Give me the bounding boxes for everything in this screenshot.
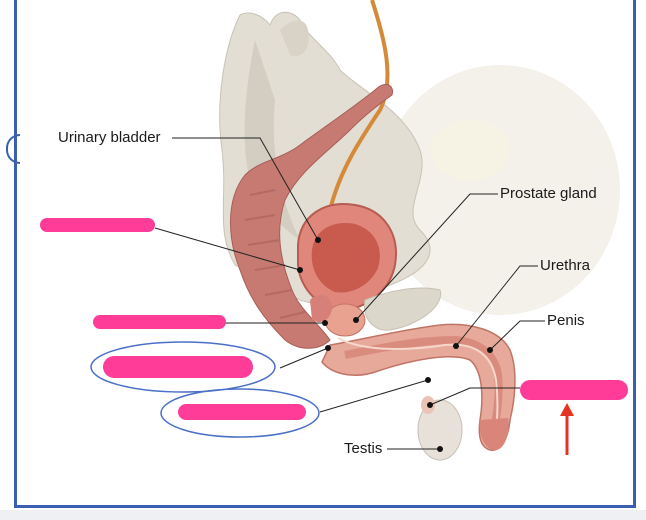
figure-frame [14,0,636,508]
dot-hidden-5 [427,402,433,408]
redaction-marks [40,218,628,420]
leader-hidden-5 [429,387,520,406]
background-highlight [430,120,510,180]
bladder-lumen [311,223,380,293]
testis-organ [417,399,463,461]
leader-penis [489,320,545,351]
dot-testis [437,446,443,452]
label-prostate-gland: Prostate gland [500,185,597,202]
bone-notch [280,20,309,57]
dot-prostate [353,317,359,323]
leader-prostate-gland [355,193,498,321]
redaction-1 [40,218,155,232]
background-disc [380,65,620,315]
label-testis: Testis [344,440,383,457]
glans [479,418,509,451]
dot-hidden-1 [297,267,303,273]
leader-hidden-3 [279,347,329,369]
dot-hidden-3 [325,345,331,351]
leader-lines [154,137,545,450]
redaction-2 [93,315,226,329]
redaction-5 [520,380,628,400]
redaction-4 [178,404,306,420]
annotation-circle-1 [90,341,276,393]
label-urinary-bladder: Urinary bladder [58,129,161,146]
dot-urethra [453,343,459,349]
dot-bladder [315,237,321,243]
dot-hidden-4 [425,377,431,383]
colon-folds [244,189,306,319]
annotation-circle-2 [160,388,320,438]
penis-organ [321,323,516,451]
leader-urethra [455,265,538,347]
up-arrow-icon [560,403,574,455]
pubic-bone [364,287,442,331]
dot-hidden-2 [322,320,328,326]
redaction-3 [103,356,253,378]
dot-penis [487,347,493,353]
label-urethra: Urethra [540,257,591,274]
leader-hidden-4 [319,379,429,413]
urethra-canal [337,337,499,441]
label-penis: Penis [547,312,585,329]
leader-urinary-bladder [172,137,319,241]
leader-dots [297,237,493,452]
colon-rectum [230,84,394,349]
bottom-strip [0,510,646,520]
seminal-vesicle [310,295,333,323]
leader-hidden-1 [154,227,301,271]
